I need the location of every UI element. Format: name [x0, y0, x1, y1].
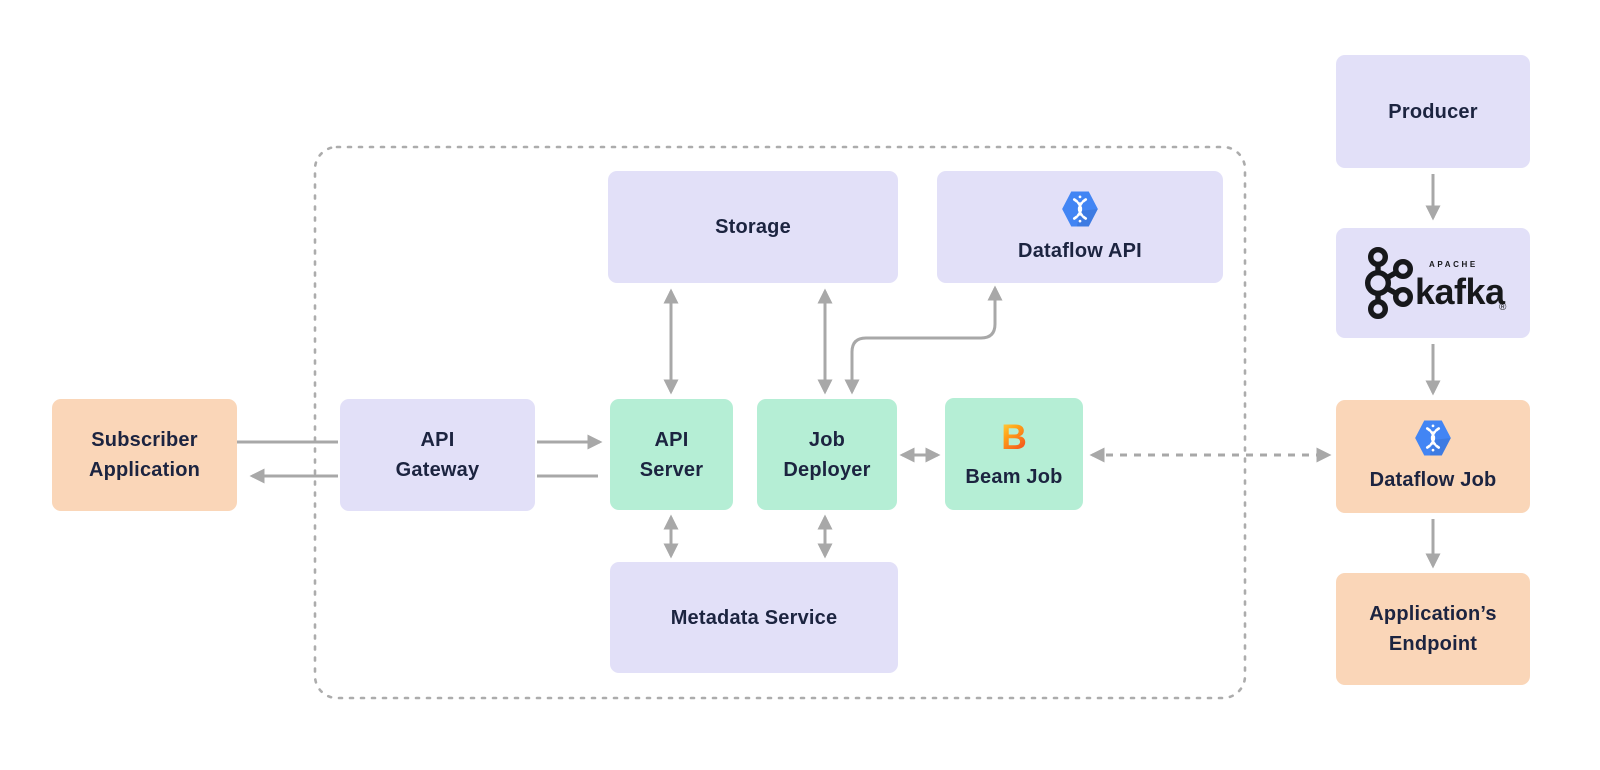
node-applications-endpoint: Application’s Endpoint	[1336, 573, 1530, 685]
node-label: API Gateway	[395, 429, 480, 481]
node-label: Job Deployer	[783, 428, 871, 481]
node-label: Storage	[715, 216, 791, 238]
node-metadata-service: Metadata Service	[610, 562, 898, 673]
dataflow-icon	[1415, 420, 1451, 456]
node-label: Dataflow Job	[1369, 469, 1497, 491]
svg-text:®: ®	[1499, 302, 1507, 313]
node-label: Beam Job	[965, 465, 1063, 488]
edge-jobdeployer-dataflowapi	[844, 285, 1003, 395]
node-label: Producer	[1388, 100, 1478, 123]
node-dataflow-job: Dataflow Job	[1336, 400, 1530, 513]
node-storage: Storage	[608, 171, 898, 283]
svg-text:B: B	[1001, 417, 1027, 455]
svg-text:APACHE: APACHE	[1429, 260, 1478, 269]
node-api-server: API Server	[610, 399, 733, 510]
node-beam-job: B Beam Job	[945, 398, 1083, 510]
beam-icon: B	[1001, 417, 1027, 455]
node-producer: Producer	[1336, 55, 1530, 168]
node-api-gateway: API Gateway	[340, 399, 535, 511]
dataflow-icon	[1062, 191, 1098, 226]
svg-text:kafka: kafka	[1415, 271, 1506, 312]
node-label: API Server	[639, 428, 704, 481]
node-dataflow-api: Dataflow API	[937, 171, 1223, 283]
node-subscriber-application: Subscriber Application	[52, 399, 237, 511]
node-label: Subscriber Application	[88, 429, 201, 481]
kafka-logo: APACHE kafka ®	[1364, 246, 1507, 320]
node-label: Dataflow API	[1018, 239, 1142, 262]
node-label: Application’s Endpoint	[1369, 603, 1497, 655]
node-label: Metadata Service	[670, 606, 838, 629]
node-kafka: APACHE kafka ®	[1336, 228, 1530, 338]
node-job-deployer: Job Deployer	[757, 399, 897, 510]
